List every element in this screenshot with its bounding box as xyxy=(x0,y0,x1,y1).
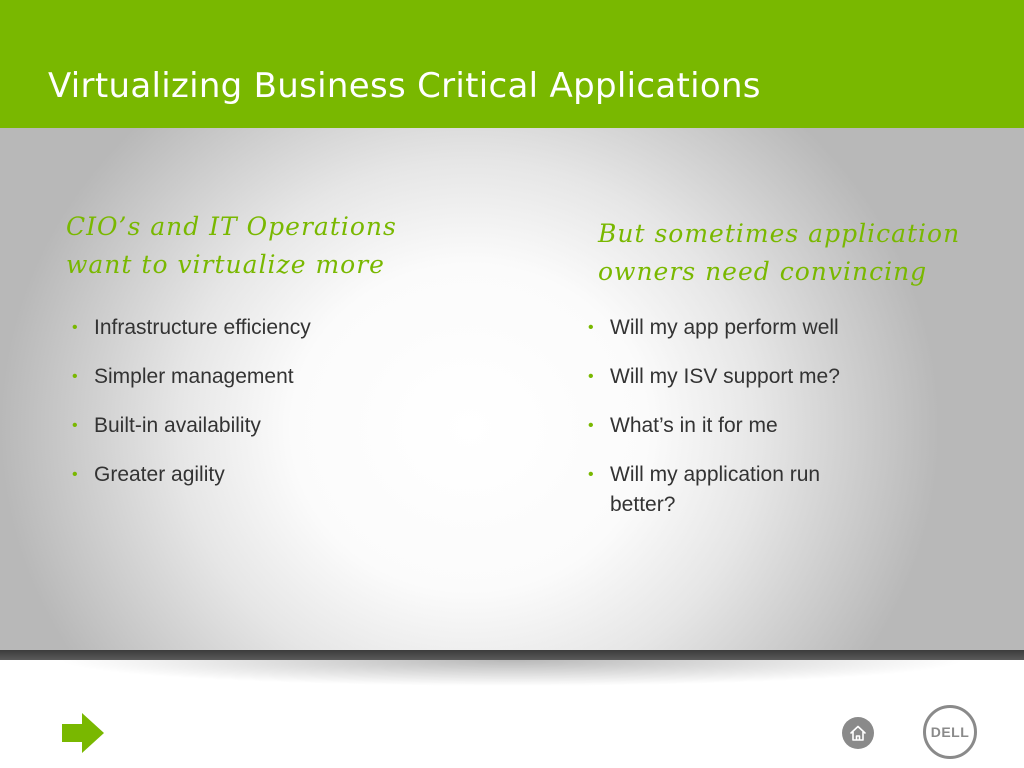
bullet-icon: • xyxy=(72,319,78,336)
list-item: •Infrastructure efficiency xyxy=(72,313,492,343)
right-bullet-list: •Will my app perform well •Will my ISV s… xyxy=(588,313,878,539)
list-item: •Will my application run better? xyxy=(588,460,878,520)
slide-title: Virtualizing Business Critical Applicati… xyxy=(48,66,761,106)
list-item: •Will my app perform well xyxy=(588,313,878,343)
header-bar: Virtualizing Business Critical Applicati… xyxy=(0,0,1024,128)
bullet-icon: • xyxy=(72,417,78,434)
arrow-right-icon xyxy=(62,713,104,753)
bullet-icon: • xyxy=(72,466,78,483)
list-item: •Will my ISV support me? xyxy=(588,362,878,392)
bullet-icon: • xyxy=(588,368,594,385)
bullet-icon: • xyxy=(588,417,594,434)
right-column-heading: But sometimes application owners need co… xyxy=(598,215,960,291)
home-button[interactable] xyxy=(842,717,874,749)
home-icon xyxy=(850,725,866,741)
left-heading-line-1: CIO’s and IT Operations xyxy=(66,212,397,241)
bullet-icon: • xyxy=(72,368,78,385)
list-item: •Built-in availability xyxy=(72,411,492,441)
next-slide-button[interactable] xyxy=(62,713,104,753)
left-heading-line-2: want to virtualize more xyxy=(66,250,385,279)
slide-content-area xyxy=(0,128,1024,652)
right-heading-line-2: owners need convincing xyxy=(598,257,928,286)
list-item: •Simpler management xyxy=(72,362,492,392)
list-item: •Greater agility xyxy=(72,460,492,490)
list-item: •What’s in it for me xyxy=(588,411,878,441)
content-drop-shadow xyxy=(60,660,964,686)
right-heading-line-1: But sometimes application xyxy=(598,219,961,248)
dell-logo: DELL xyxy=(922,704,978,760)
bullet-icon: • xyxy=(588,466,594,483)
bullet-icon: • xyxy=(588,319,594,336)
svg-text:DELL: DELL xyxy=(931,724,970,740)
left-bullet-list: •Infrastructure efficiency •Simpler mana… xyxy=(72,313,492,509)
content-divider xyxy=(0,650,1024,660)
left-column-heading: CIO’s and IT Operations want to virtuali… xyxy=(66,208,397,284)
